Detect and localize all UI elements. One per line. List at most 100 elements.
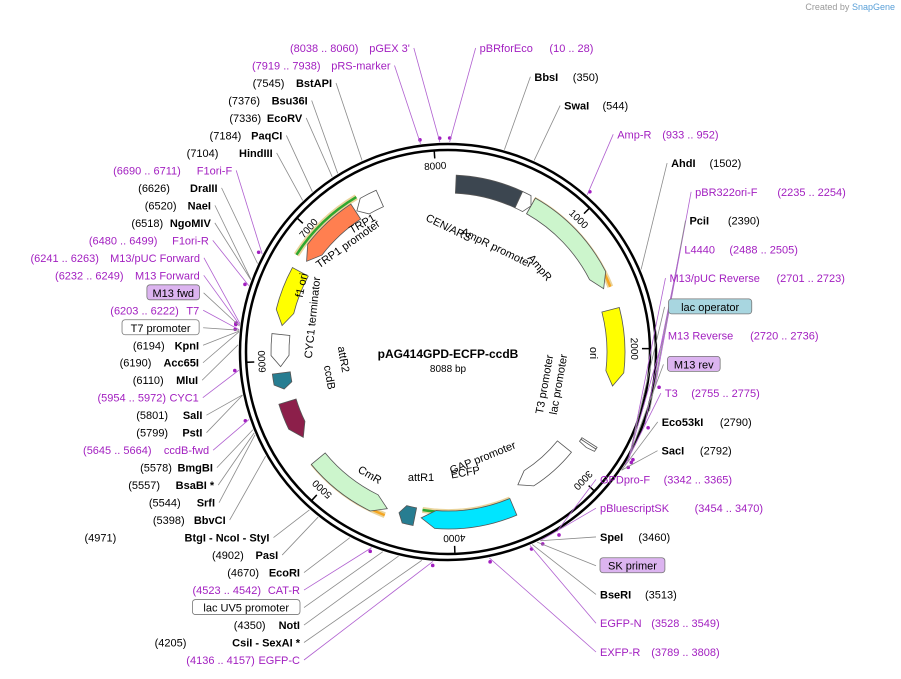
enzyme-coords: (5801) [136, 410, 168, 422]
site-label-bmgbi[interactable]: BmgBI(5578) [140, 463, 213, 475]
enzyme-coords: (7336) [229, 113, 261, 125]
site-label-bbsi[interactable]: BbsI(350) [534, 72, 598, 84]
feature-attr1[interactable] [398, 505, 418, 526]
leader-line [303, 555, 399, 626]
leader-line [335, 82, 363, 161]
site-label-draiii[interactable]: DraIII(6626) [138, 183, 217, 195]
site-label-m13-fwd[interactable]: M13 fwd [146, 284, 200, 301]
site-label-paqci[interactable]: PaqCI(7184) [210, 130, 283, 142]
site-label-m13-puc-forward[interactable]: M13/pUC Forward(6241 .. 6263) [30, 253, 200, 265]
site-label-pcii[interactable]: PciI(2390) [689, 216, 759, 228]
site-label-bbvci[interactable]: BbvCI(5398) [153, 515, 226, 527]
feature-trp1-promoter[interactable] [356, 189, 384, 215]
enzyme-coords: (5799) [136, 428, 168, 440]
feature-ori[interactable] [601, 307, 626, 387]
enzyme-coords: (3513) [645, 589, 677, 601]
primer-coords: (3342 .. 3365) [664, 474, 733, 486]
site-label-ecori[interactable]: EcoRI(4670) [227, 568, 300, 580]
site-label-hindiii[interactable]: HindIII(7104) [187, 148, 273, 160]
feature-ecfp[interactable] [420, 497, 518, 530]
site-label-egfp-c[interactable]: EGFP-C(4136 .. 4157) [186, 655, 300, 667]
leader-line [303, 561, 434, 661]
site-label-pasi[interactable]: PasI(4902) [212, 550, 278, 562]
tick-label: 2000 [628, 338, 639, 361]
site-label-egfp-n[interactable]: EGFP-N(3528 .. 3549) [600, 618, 720, 630]
feature-attr2[interactable] [271, 371, 293, 390]
site-label-t3[interactable]: T3(2755 .. 2775) [665, 388, 760, 400]
leader-line [540, 507, 597, 541]
site-label-eco53ki[interactable]: Eco53kI(2790) [662, 417, 752, 429]
site-label-amp-r[interactable]: Amp-R(933 .. 952) [617, 129, 718, 141]
site-label-pbrforeco[interactable]: pBRforEco(10 .. 28) [480, 43, 594, 55]
site-label-bsu36i[interactable]: Bsu36I(7376) [228, 95, 307, 107]
site-label-acc65i[interactable]: Acc65I(6190) [120, 358, 199, 370]
site-label-cyc1[interactable]: CYC1(5954 .. 5972) [97, 393, 198, 405]
primer-name: GPDpro-F [600, 474, 650, 486]
primer-name: CAT-R [268, 585, 300, 597]
site-label-swai[interactable]: SwaI(544) [564, 101, 628, 113]
primer-coords: (4523 .. 4542) [193, 585, 262, 597]
site-label-m13-forward[interactable]: M13 Forward(6232 .. 6249) [55, 270, 200, 282]
site-label-spei[interactable]: SpeI(3460) [600, 532, 670, 544]
site-label-l4440[interactable]: L4440(2488 .. 2505) [684, 244, 798, 256]
feature-ampr[interactable] [525, 197, 607, 290]
site-label-srfi[interactable]: SrfI(5544) [149, 498, 215, 510]
enzyme-name: Acc65I [163, 358, 198, 370]
feature-gap-promoter[interactable] [517, 440, 572, 487]
site-label-pgex-3[interactable]: pGEX 3'(8038 .. 8060) [290, 43, 410, 55]
leader-line [627, 364, 664, 462]
site-label-sk-primer[interactable]: SK primer [599, 557, 666, 574]
leader-line [556, 479, 597, 532]
site-label-t7[interactable]: T7(6203 .. 6222) [110, 305, 199, 317]
site-label-exfp-r[interactable]: EXFP-R(3789 .. 3808) [600, 647, 720, 659]
site-label-noti[interactable]: NotI(4350) [234, 620, 300, 632]
feature-cyc1-terminator[interactable] [270, 333, 291, 368]
site-label-ahdi[interactable]: AhdI(1502) [671, 158, 741, 170]
primer-site-marker [368, 549, 372, 554]
site-label-pbr322ori-f[interactable]: pBR322ori-F(2235 .. 2254) [695, 187, 846, 199]
feature-cen-ars[interactable] [454, 174, 524, 209]
site-label-saci[interactable]: SacI(2792) [662, 446, 732, 458]
site-label-bstapi[interactable]: BstAPI(7545) [253, 78, 332, 90]
feature-lac-promoter[interactable] [579, 438, 597, 452]
site-label-m13-reverse[interactable]: M13 Reverse(2720 .. 2736) [668, 331, 819, 343]
feature-trp1[interactable] [306, 203, 362, 262]
feature-ccdb[interactable] [278, 398, 306, 438]
site-label-t7-promoter[interactable]: T7 promoter [121, 319, 200, 336]
primer-coords: (6690 .. 6711) [113, 165, 181, 177]
feature-f1-ori[interactable] [275, 267, 309, 327]
feature-ampr-promoter[interactable] [514, 190, 532, 213]
site-label-ngomiv[interactable]: NgoMIV(6518) [131, 218, 211, 230]
site-label-btgi-ncoi-styi[interactable]: BtgI - NcoI - StyI(4971) [85, 533, 270, 545]
site-label-lac-uv5-promoter[interactable]: lac UV5 promoter [191, 599, 301, 615]
site-label-mlui[interactable]: MluI(6110) [133, 375, 198, 387]
primer-name: M13 Forward [135, 270, 200, 282]
site-label-m13-rev[interactable]: M13 rev [667, 355, 721, 372]
enzyme-name: CsiI - SexAI * [232, 638, 301, 650]
site-label-f1ori-r[interactable]: F1ori-R(6480 .. 6499) [89, 235, 209, 247]
label-name: M13 rev [674, 359, 714, 371]
site-label-sali[interactable]: SalI(5801) [136, 410, 202, 422]
orf-arc [295, 196, 357, 256]
leader-line [529, 545, 597, 624]
site-label-gpdpro-f[interactable]: GPDpro-F (3342 .. 3365) [600, 474, 732, 486]
label-name: T7 promoter [131, 323, 191, 335]
site-label-kpni[interactable]: KpnI(6194) [133, 340, 199, 352]
label-box [146, 284, 200, 301]
site-label-f1ori-f[interactable]: F1ori-F(6690 .. 6711) [113, 165, 232, 177]
site-label-pbluescriptsk[interactable]: pBluescriptSK(3454 .. 3470) [600, 503, 763, 515]
site-label-cat-r[interactable]: CAT-R (4523 .. 4542) [193, 585, 301, 597]
site-label-m13-puc-reverse[interactable]: M13/pUC Reverse(2701 .. 2723) [669, 273, 845, 285]
leader-line [303, 560, 423, 643]
site-label-csii-sexai[interactable]: CsiI - SexAI *(4205) [155, 638, 301, 650]
site-label-psti[interactable]: PstI(5799) [136, 428, 202, 440]
feature-cmr[interactable] [310, 452, 388, 512]
leader-line [212, 419, 250, 451]
site-label-bsabi[interactable]: BsaBI *(5557) [128, 480, 215, 492]
site-label-naei[interactable]: NaeI(6520) [145, 200, 211, 212]
site-label-bseri[interactable]: BseRI(3513) [600, 589, 677, 601]
site-label-ecorv[interactable]: EcoRV(7336) [229, 113, 302, 125]
site-label-ccdb-fwd[interactable]: ccdB-fwd(5645 .. 5664) [83, 445, 209, 457]
site-label-prs-marker[interactable]: pRS-marker(7919 .. 7938) [252, 60, 391, 72]
site-label-lac-operator[interactable]: lac operator [668, 298, 753, 315]
